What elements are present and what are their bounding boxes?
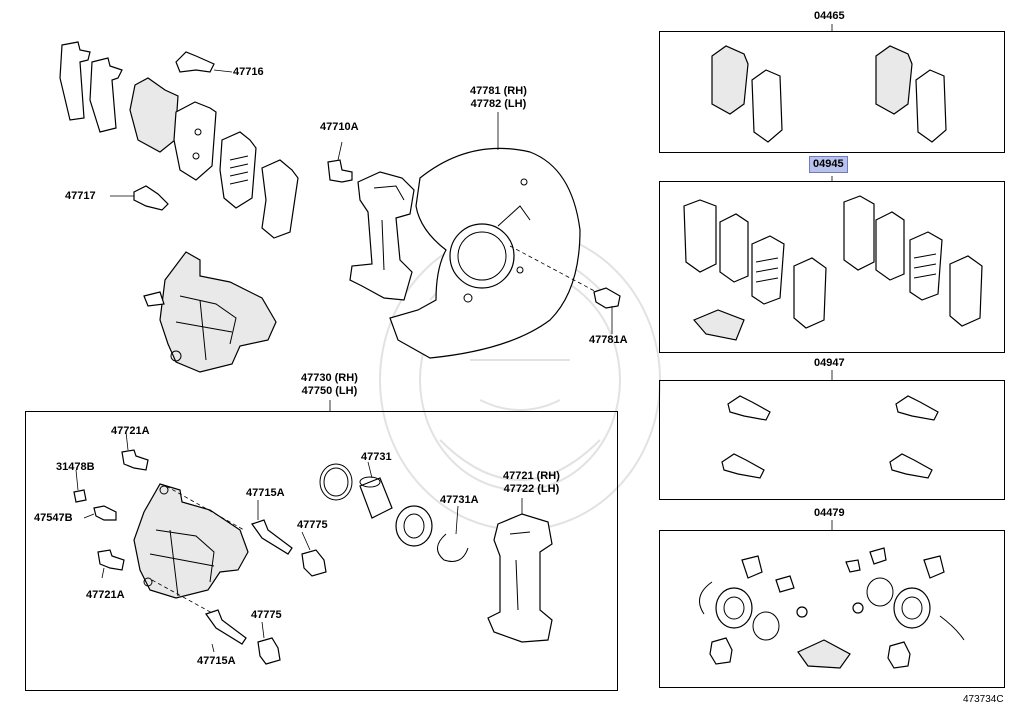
label-47721-rh[interactable]: 47721 (RH): [503, 470, 560, 482]
label-47721A-top[interactable]: 47721A: [111, 425, 150, 437]
pad-clip-47716: [175, 51, 233, 73]
label-04945[interactable]: 04945: [809, 156, 848, 173]
label-47782-lh[interactable]: 47782 (LH): [470, 98, 527, 110]
caliper-bracket-center: [349, 171, 415, 301]
label-47730-47750[interactable]: 47730 (RH) 47750 (LH): [301, 372, 358, 398]
label-47715A-bottom[interactable]: 47715A: [197, 655, 236, 667]
kit-pad-set-04465: [711, 24, 947, 143]
caliper-assembly-bottom: [133, 483, 249, 615]
label-47750-lh[interactable]: 47750 (LH): [301, 385, 358, 397]
label-04479[interactable]: 04479: [814, 507, 845, 519]
label-47781-47782[interactable]: 47781 (RH) 47782 (LH): [470, 85, 527, 111]
label-47730-rh[interactable]: 47730 (RH): [301, 372, 358, 384]
piston-seal-ring: [319, 463, 353, 501]
piston-47731: [359, 476, 393, 519]
cap-31478B: [73, 489, 87, 503]
dust-cover-shield: [389, 112, 581, 359]
bolt-47710A: [327, 141, 353, 183]
bolt-47721A-top: [121, 449, 149, 471]
kit-clip-set-04947: [721, 370, 939, 479]
label-47731A[interactable]: 47731A: [440, 494, 479, 506]
kit-box-04465: [659, 31, 1005, 153]
kit-box-04947: [659, 380, 1005, 500]
label-47775-top[interactable]: 47775: [297, 519, 328, 531]
label-47731[interactable]: 47731: [361, 451, 392, 463]
boot-47775-top: [301, 549, 327, 577]
label-31478B[interactable]: 31478B: [56, 461, 95, 473]
boot-47775-bottom: [257, 637, 281, 665]
kit-box-04945: [659, 181, 1005, 353]
caliper-assembly-top: [143, 251, 277, 373]
label-47781-rh[interactable]: 47781 (RH): [470, 85, 527, 97]
label-04465[interactable]: 04465: [814, 10, 845, 22]
label-04947[interactable]: 04947: [814, 357, 845, 369]
label-47721A-bottom[interactable]: 47721A: [86, 589, 125, 601]
slide-pin-47715A-top: [251, 519, 293, 555]
pad-clip-47717: [110, 185, 169, 211]
label-47717[interactable]: 47717: [65, 190, 96, 202]
piston-boot: [395, 505, 433, 547]
bolt-47781A: [593, 287, 621, 334]
brake-pad-set-topleft: [59, 41, 299, 239]
label-47722-lh[interactable]: 47722 (LH): [503, 483, 560, 495]
label-47547B[interactable]: 47547B: [34, 512, 73, 524]
kit-seal-set-04479: [699, 520, 965, 669]
kit-shim-set-04945: [683, 176, 983, 341]
label-47775-bottom[interactable]: 47775: [251, 609, 282, 621]
snap-ring-47731A: [437, 533, 469, 562]
label-47716[interactable]: 47716: [233, 66, 264, 78]
kit-box-04479: [659, 530, 1005, 688]
diagram-id: 473734C: [963, 694, 1004, 705]
slide-pin-47715A-bottom: [205, 609, 247, 645]
label-47781A[interactable]: 47781A: [589, 334, 628, 346]
label-47710A[interactable]: 47710A: [320, 121, 359, 133]
mounting-bracket-47721: [487, 513, 553, 643]
label-47715A-top[interactable]: 47715A: [246, 487, 285, 499]
bleeder-47547B: [83, 505, 117, 521]
bolt-47721A-bottom: [97, 549, 125, 571]
caliper-group-box: [25, 411, 618, 691]
label-47721-47722[interactable]: 47721 (RH) 47722 (LH): [503, 470, 560, 496]
